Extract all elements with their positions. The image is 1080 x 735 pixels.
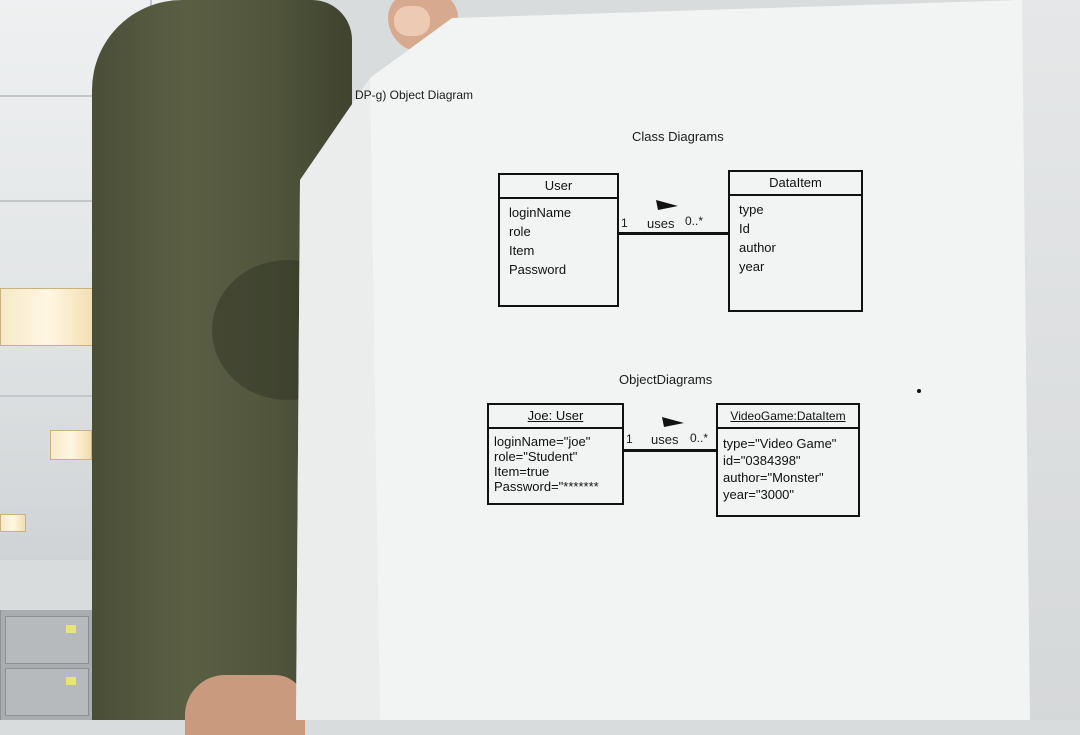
user-attr-password: Password bbox=[509, 262, 567, 277]
object-right-multiplicity: 0..* bbox=[690, 431, 709, 445]
paper-sheet bbox=[296, 0, 1030, 720]
locker-label bbox=[66, 625, 76, 633]
object-association-label: uses bbox=[651, 432, 679, 447]
thumbnail bbox=[394, 6, 430, 36]
class-direction-arrow-icon bbox=[656, 200, 678, 210]
joe-attr-password: Password="******* bbox=[494, 479, 599, 494]
dataitem-attr-author: author bbox=[739, 240, 776, 255]
joe-attr-loginname: loginName="joe" bbox=[494, 434, 591, 449]
dataitem-attr-type: type bbox=[739, 202, 764, 217]
object-left-multiplicity: 1 bbox=[626, 432, 633, 446]
user-class-box: User loginName role Item Password bbox=[498, 173, 619, 307]
user-attr-role: role bbox=[509, 224, 531, 239]
object-diagram-title: ObjectDiagrams bbox=[619, 372, 713, 387]
user-attr-loginname: loginName bbox=[509, 205, 572, 220]
videogame-attr-type: type="Video Game" bbox=[723, 436, 837, 451]
object-direction-arrow-icon bbox=[662, 417, 684, 427]
videogame-object-box: VideoGame:DataItem type="Video Game" id=… bbox=[716, 403, 860, 517]
ceiling-light bbox=[0, 288, 98, 346]
ceiling-light bbox=[50, 430, 92, 460]
joe-object-box: Joe: User loginName="joe" role="Student"… bbox=[487, 403, 624, 505]
joe-object-name: Joe: User bbox=[489, 405, 622, 429]
joe-attr-role: role="Student" bbox=[494, 449, 578, 464]
videogame-attr-id: id="0384398" bbox=[723, 453, 801, 468]
locker-door bbox=[5, 616, 89, 664]
class-right-multiplicity: 0..* bbox=[685, 214, 704, 228]
locker-door bbox=[5, 668, 89, 716]
class-association-line bbox=[617, 232, 728, 235]
videogame-attr-year: year="3000" bbox=[723, 487, 795, 502]
joe-attr-item: Item=true bbox=[494, 464, 550, 479]
user-class-name: User bbox=[500, 175, 617, 199]
filing-lockers bbox=[0, 610, 93, 720]
dataitem-attr-year: year bbox=[739, 259, 765, 274]
user-attr-item: Item bbox=[509, 243, 535, 258]
ceiling-light bbox=[0, 514, 26, 532]
class-left-multiplicity: 1 bbox=[621, 216, 628, 230]
dataitem-class-box: DataItem type Id author year bbox=[728, 170, 863, 312]
videogame-attr-author: author="Monster" bbox=[723, 470, 824, 485]
locker-label bbox=[66, 677, 76, 685]
dataitem-attr-id: Id bbox=[739, 221, 750, 236]
stray-ink-dot bbox=[917, 389, 921, 393]
page-header: DP-g) Object Diagram bbox=[355, 88, 474, 102]
videogame-object-name: VideoGame:DataItem bbox=[718, 405, 858, 429]
dataitem-class-name: DataItem bbox=[730, 172, 861, 196]
object-association-line bbox=[622, 449, 716, 452]
class-diagram-title: Class Diagrams bbox=[632, 129, 724, 144]
class-association-label: uses bbox=[647, 216, 675, 231]
